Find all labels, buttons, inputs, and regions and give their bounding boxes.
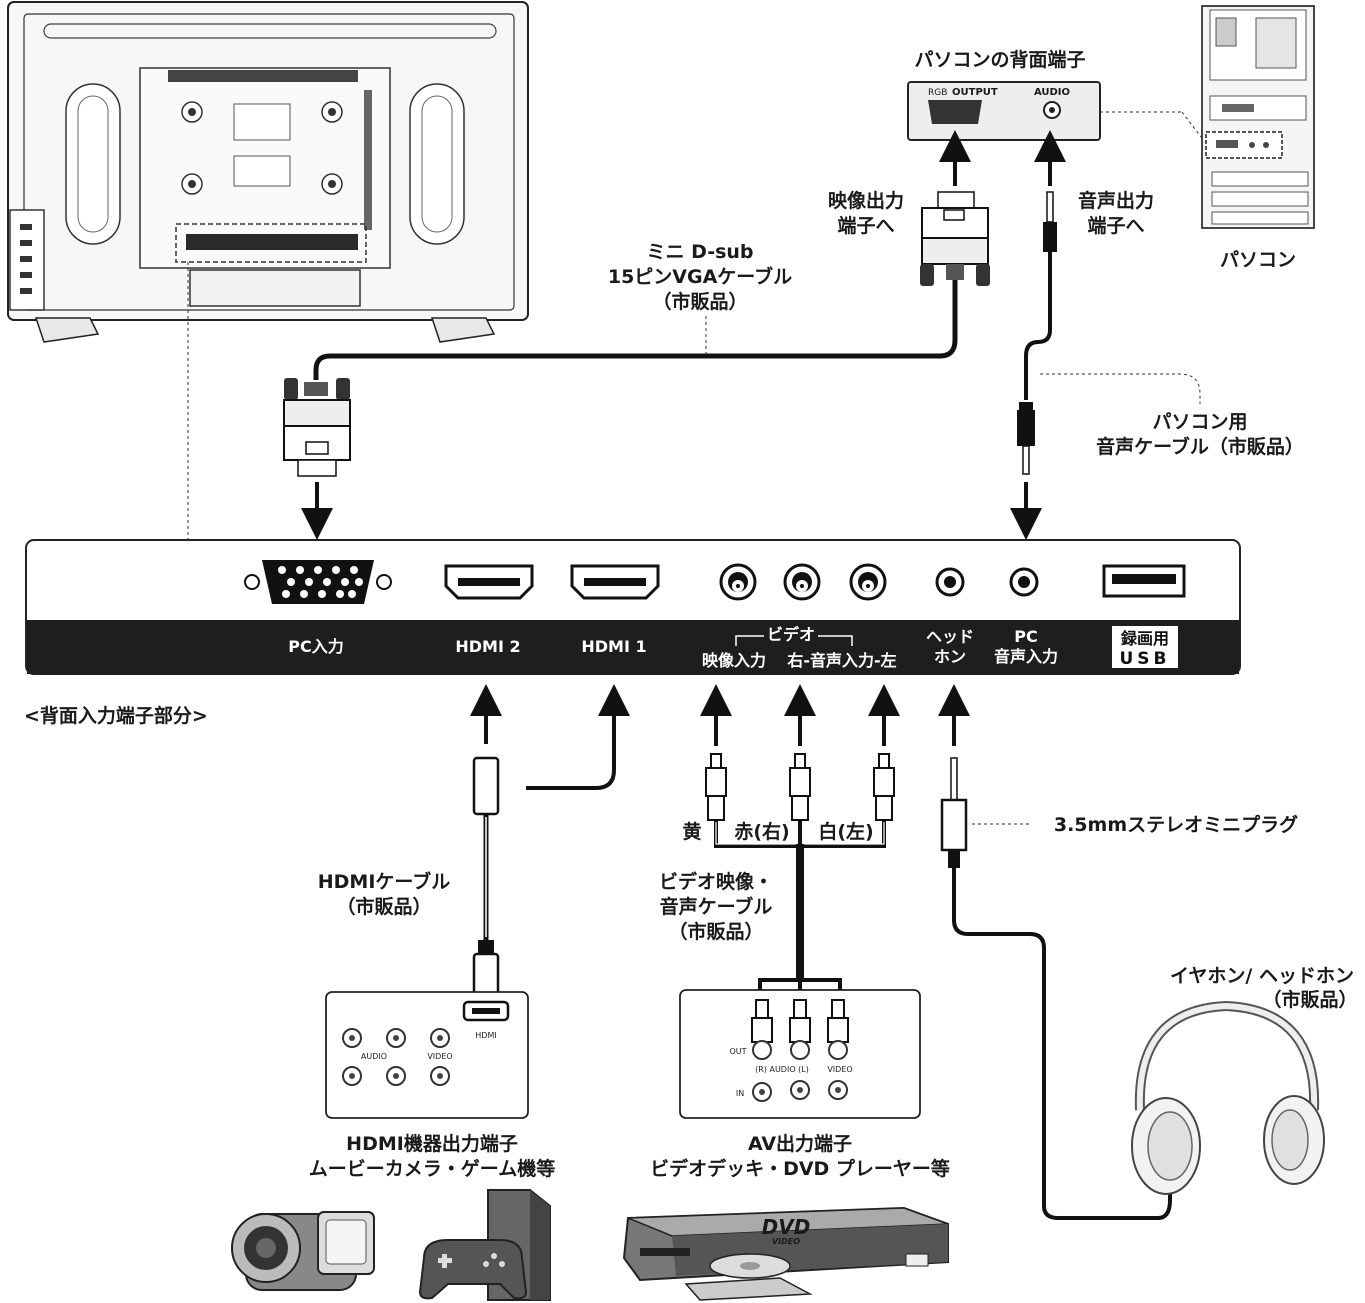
- hdmi-cable-label-1: HDMIケーブル: [318, 870, 451, 893]
- game-console-illustration: [418, 1189, 551, 1301]
- hdmi2-port: [444, 564, 534, 600]
- video-out-label-2: 端子へ: [837, 214, 894, 237]
- input-panel: PC入力 HDMI 2 HDMI 1 ビデオ 映像入力 右-音声入力-左 ヘッド…: [25, 539, 1241, 675]
- dvd-logo-text: DVD: [762, 1215, 811, 1239]
- rca-audio-left-jack: [849, 563, 887, 601]
- earphone-label-1: イヤホン/ ヘッドホン: [1170, 965, 1354, 987]
- hdmi-device-label-2: ムービーカメラ・ゲーム機等: [309, 1157, 555, 1180]
- pc-audio-in-label-2: 音声入力: [994, 647, 1058, 666]
- hdmi-device-label-1: HDMI機器出力端子: [346, 1132, 518, 1155]
- audio-out-label-2: 端子へ: [1087, 214, 1144, 237]
- headphone-label-2: ホン: [934, 647, 966, 666]
- dvd-logo-subtext: VIDEO: [772, 1237, 800, 1246]
- headphones-illustration: [1131, 1000, 1325, 1195]
- av-device-audio-label: (R) AUDIO (L): [755, 1065, 809, 1074]
- pc-audio-cable-label-1: パソコン用: [1152, 411, 1247, 433]
- audio-out-label-1: 音声出力: [1078, 189, 1154, 212]
- av-device-panel: OUT IN (R) AUDIO (L) VIDEO: [679, 989, 921, 1119]
- usb-label-1: 録画用: [1121, 629, 1169, 648]
- video-out-label-1: 映像出力: [828, 189, 904, 212]
- headphone-cable: [938, 684, 1172, 1220]
- hdmi-cable: [470, 684, 630, 1004]
- pc-audio-in-label-1: PC: [1014, 627, 1037, 646]
- pc-audio-cable-label-2: 音声ケーブル（市販品）: [1096, 435, 1304, 458]
- pc-audio-label: AUDIO: [1034, 87, 1070, 98]
- vga-port: [244, 560, 392, 604]
- rca-audio-right-jack: [783, 563, 821, 601]
- vga-cable-label-1: ミニ D-sub: [646, 241, 753, 263]
- headphone-jack: [935, 567, 965, 597]
- rca-white-label: 白(左): [818, 820, 873, 843]
- hdmi-cable-label-2: （市販品）: [336, 895, 431, 918]
- hdmi2-label: HDMI 2: [455, 637, 520, 656]
- av-cable-label-1: ビデオ映像・: [659, 870, 773, 893]
- rear-terminal-section-label: <背面入力端子部分>: [24, 704, 208, 727]
- pc-rear-panel: パソコンの背面端子 RGB OUTPUT AUDIO: [907, 48, 1209, 147]
- av-device-out-label: OUT: [729, 1047, 746, 1056]
- camcorder-illustration: [231, 1211, 375, 1291]
- rca-yellow-label: 黄: [682, 820, 701, 843]
- stereo-plug-label: 3.5mmステレオミニプラグ: [1054, 813, 1298, 836]
- hdmi-device-panel: HDMI AUDIO VIDEO: [325, 991, 529, 1119]
- av-device-label-2: ビデオデッキ・DVD プレーヤー等: [650, 1157, 950, 1180]
- av-device-label-1: AV出力端子: [748, 1132, 852, 1155]
- av-cable: [700, 684, 900, 1000]
- pc-audio-jack: [1009, 567, 1039, 597]
- av-cable-label-3: （市販品）: [668, 920, 763, 943]
- tv-rear-illustration: [7, 1, 529, 540]
- pc-input-label: PC入力: [288, 637, 343, 656]
- av-device-video-label: VIDEO: [827, 1065, 852, 1074]
- av-cable-label-2: 音声ケーブル: [660, 895, 773, 918]
- pc-audio-cable: [1010, 130, 1201, 540]
- av-device-in-label: IN: [736, 1089, 744, 1098]
- vga-cable-label-3: （市販品）: [652, 290, 747, 313]
- hdmi-device-hdmi-label: HDMI: [475, 1031, 496, 1040]
- rca-red-label: 赤(右): [734, 820, 789, 843]
- video-in-label: 映像入力: [702, 651, 766, 670]
- vga-cable: [283, 130, 990, 540]
- headphone-label-1: ヘッド: [926, 627, 974, 646]
- hdmi-device-video-label: VIDEO: [427, 1052, 452, 1061]
- rca-video-jack: [719, 563, 757, 601]
- rgb-prefix-label: RGB: [928, 88, 947, 98]
- dvd-player-illustration: DVD VIDEO: [622, 1206, 949, 1301]
- usb-label-2: USB: [1119, 649, 1170, 669]
- vga-cable-label-2: 15ピンVGAケーブル: [608, 265, 792, 288]
- video-group-label: ビデオ: [767, 625, 815, 644]
- hdmi1-label: HDMI 1: [581, 637, 646, 656]
- pc-tower-illustration: パソコン: [1201, 5, 1315, 271]
- usb-port: [1102, 564, 1186, 598]
- earphone-label-2: （市販品）: [1262, 988, 1357, 1011]
- pc-label: パソコン: [1220, 249, 1296, 271]
- hdmi1-port: [570, 564, 660, 600]
- audio-in-rl-label: 右-音声入力-左: [787, 651, 896, 670]
- hdmi-device-audio-label: AUDIO: [361, 1052, 387, 1061]
- rgb-output-label: OUTPUT: [952, 87, 998, 98]
- pc-rear-title: パソコンの背面端子: [914, 48, 1085, 71]
